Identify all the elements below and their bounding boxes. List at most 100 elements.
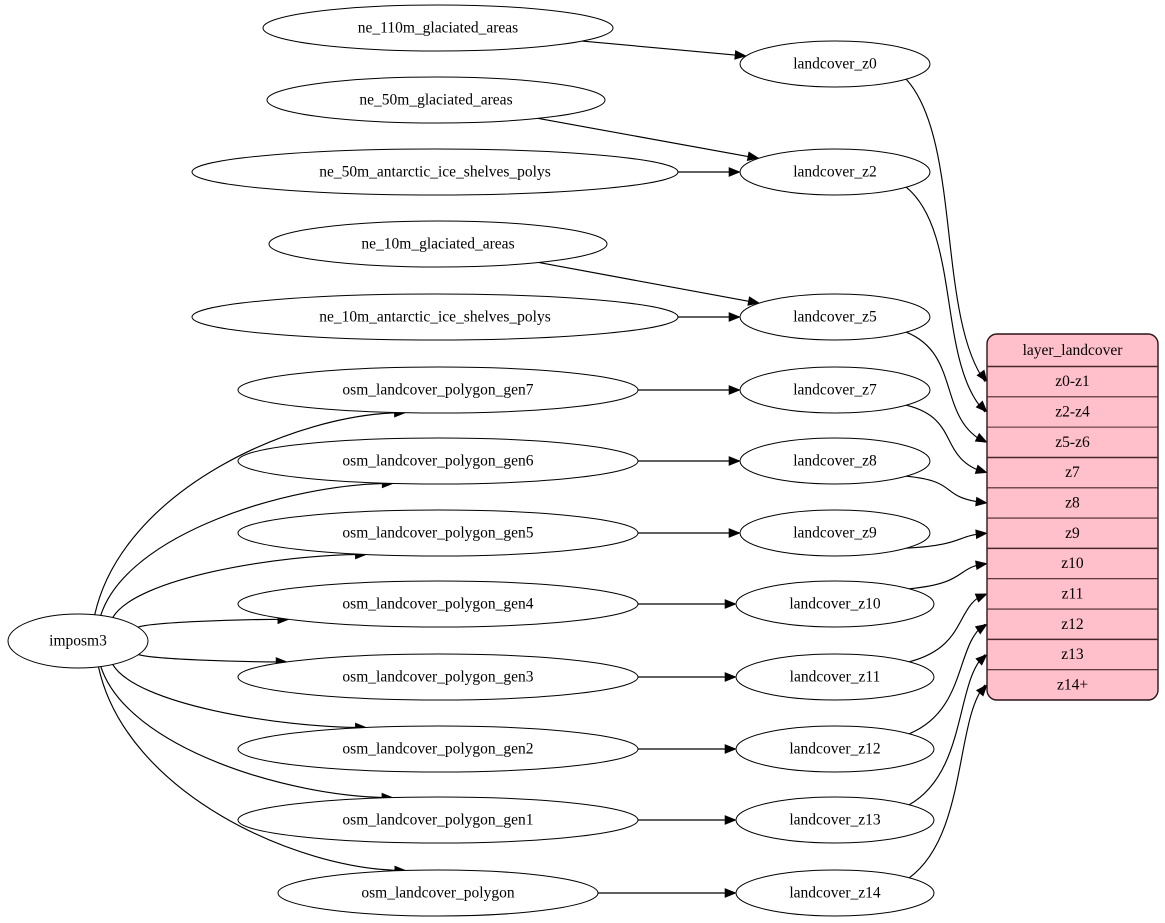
node-osm_landcover_polygon_gen1[interactable]: osm_landcover_polygon_gen1 [237, 796, 639, 844]
layer-table-header-label: layer_landcover [1023, 342, 1124, 359]
node-shape [277, 869, 599, 917]
node-osm_landcover_polygon[interactable]: osm_landcover_polygon [277, 869, 599, 917]
node-ne_50m_antarctic_ice_shelves_polys[interactable]: ne_50m_antarctic_ice_shelves_polys [191, 148, 679, 196]
node-shape [237, 366, 639, 414]
node-imposm3[interactable]: imposm3 [7, 613, 149, 669]
arrowhead-layer_landcover-z14+ [975, 684, 988, 697]
nodes-layer: ne_110m_glaciated_areas ne_50m_glaciated_… [7, 4, 935, 917]
edge-imposm3-to-osm_landcover_polygon_gen1 [100, 666, 392, 799]
arrowhead-layer_landcover-z5-z6 [974, 432, 988, 443]
node-shape [237, 725, 639, 773]
node-landcover_z11[interactable]: landcover_z11 [735, 653, 935, 701]
node-shape [739, 366, 931, 414]
node-shape [237, 437, 639, 485]
layer-table-row-z11[interactable]: z11 [1062, 585, 1084, 602]
node-landcover_z13[interactable]: landcover_z13 [735, 796, 935, 844]
layer-table-row-z10[interactable]: z10 [1061, 555, 1084, 572]
arrowhead-landcover_z2 [746, 151, 760, 162]
node-osm_landcover_polygon_gen3[interactable]: osm_landcover_polygon_gen3 [237, 653, 639, 701]
node-label: landcover_z10 [789, 596, 880, 613]
node-label: landcover_z12 [789, 741, 880, 758]
node-osm_landcover_polygon_gen6[interactable]: osm_landcover_polygon_gen6 [237, 437, 639, 485]
edge-landcover_z8-to-layer_landcover-z8 [906, 475, 986, 504]
node-label: osm_landcover_polygon_gen3 [342, 669, 533, 686]
node-landcover_z9[interactable]: landcover_z9 [739, 509, 931, 557]
edge-ne_10m_glaciated_areas-to-landcover_z5 [538, 261, 759, 304]
arrowhead-landcover_z12 [724, 744, 737, 754]
node-label: ne_50m_antarctic_ice_shelves_polys [319, 164, 551, 181]
layer-table-row-z12[interactable]: z12 [1061, 616, 1083, 633]
node-osm_landcover_polygon_gen2[interactable]: osm_landcover_polygon_gen2 [237, 725, 639, 773]
layer-table-row-z9[interactable]: z9 [1065, 525, 1080, 542]
arrowhead-layer_landcover-z11 [974, 593, 988, 603]
node-ne_10m_antarctic_ice_shelves_polys[interactable]: ne_10m_antarctic_ice_shelves_polys [191, 293, 679, 341]
node-label: landcover_z5 [793, 309, 877, 326]
node-landcover_z12[interactable]: landcover_z12 [735, 725, 935, 773]
arrowhead-layer_landcover-z9 [975, 529, 988, 540]
layer-table-row-z14-[interactable]: z14+ [1057, 676, 1088, 693]
node-landcover_z0[interactable]: landcover_z0 [739, 40, 931, 88]
layer-table-row-z2-z4[interactable]: z2-z4 [1055, 404, 1090, 421]
node-label: landcover_z8 [793, 453, 877, 470]
node-shape [262, 4, 614, 52]
node-shape [237, 509, 639, 557]
node-shape [268, 220, 608, 268]
arrowhead-layer_landcover-z13 [975, 653, 988, 666]
layer-landcover-table: layer_landcover z0-z1 z2-z4 z5-z6 z7 z8 z9 z10 z… [986, 333, 1159, 701]
node-shape [739, 40, 931, 88]
node-label: landcover_z0 [793, 56, 877, 73]
node-landcover_z8[interactable]: landcover_z8 [739, 437, 931, 485]
edge-ne_110m_glaciated_areas-to-landcover_z0 [581, 40, 746, 57]
node-label: osm_landcover_polygon_gen6 [342, 453, 533, 470]
node-label: osm_landcover_polygon [361, 885, 515, 902]
node-landcover_z10[interactable]: landcover_z10 [735, 580, 935, 628]
node-shape [237, 796, 639, 844]
node-shape [266, 76, 606, 124]
node-shape [739, 509, 931, 557]
arrowhead-landcover_z8 [728, 456, 741, 466]
edge-imposm3-to-osm_landcover_polygon_gen7 [94, 412, 404, 615]
node-shape [735, 725, 935, 773]
node-landcover_z5[interactable]: landcover_z5 [739, 293, 931, 341]
arrowhead-landcover_z2 [728, 167, 741, 177]
node-landcover_z7[interactable]: landcover_z7 [739, 366, 931, 414]
node-osm_landcover_polygon_gen7[interactable]: osm_landcover_polygon_gen7 [237, 366, 639, 414]
node-osm_landcover_polygon_gen4[interactable]: osm_landcover_polygon_gen4 [237, 580, 639, 628]
arrowhead-landcover_z5 [728, 312, 741, 322]
node-label: landcover_z7 [793, 382, 877, 399]
node-label: landcover_z13 [789, 812, 880, 829]
edge-landcover_z5-to-layer_landcover-z5-z6 [906, 331, 986, 443]
node-label: landcover_z2 [793, 164, 877, 181]
layer-table-row-z7[interactable]: z7 [1065, 464, 1080, 481]
node-landcover_z14[interactable]: landcover_z14 [735, 869, 935, 917]
edge-landcover_z2-to-layer_landcover-z2-z4 [905, 186, 986, 413]
node-ne_110m_glaciated_areas[interactable]: ne_110m_glaciated_areas [262, 4, 614, 52]
arrowhead-landcover_z0 [734, 50, 747, 60]
node-ne_50m_glaciated_areas[interactable]: ne_50m_glaciated_areas [266, 76, 606, 124]
arrowhead-layer_landcover-z7 [974, 464, 988, 474]
layer-table-row-z13[interactable]: z13 [1061, 646, 1084, 663]
layer-table-row-z8[interactable]: z8 [1065, 494, 1080, 511]
node-shape [191, 293, 679, 341]
arrowhead-landcover_z5 [747, 296, 761, 306]
node-shape [191, 148, 679, 196]
node-shape [739, 437, 931, 485]
edge-landcover_z10-to-layer_landcover-z10 [909, 562, 986, 590]
edge-landcover_z11-to-layer_landcover-z11 [909, 593, 986, 663]
node-label: ne_10m_glaciated_areas [361, 236, 514, 253]
layer-table-row-z5-z6[interactable]: z5-z6 [1055, 434, 1090, 451]
node-label: osm_landcover_polygon_gen1 [342, 812, 533, 829]
node-ne_10m_glaciated_areas[interactable]: ne_10m_glaciated_areas [268, 220, 608, 268]
node-shape [735, 653, 935, 701]
node-shape [735, 580, 935, 628]
arrowhead-landcover_z13 [724, 815, 737, 825]
arrowhead-landcover_z10 [724, 599, 737, 609]
node-shape [7, 613, 149, 669]
edge-imposm3-to-osm_landcover_polygon_gen6 [100, 482, 392, 616]
node-shape [735, 796, 935, 844]
layer-table-row-z0-z1[interactable]: z0-z1 [1055, 373, 1089, 390]
node-osm_landcover_polygon_gen5[interactable]: osm_landcover_polygon_gen5 [237, 509, 639, 557]
node-landcover_z2[interactable]: landcover_z2 [739, 148, 931, 196]
arrowhead-layer_landcover-z10 [975, 560, 988, 571]
node-label: osm_landcover_polygon_gen5 [342, 525, 533, 542]
